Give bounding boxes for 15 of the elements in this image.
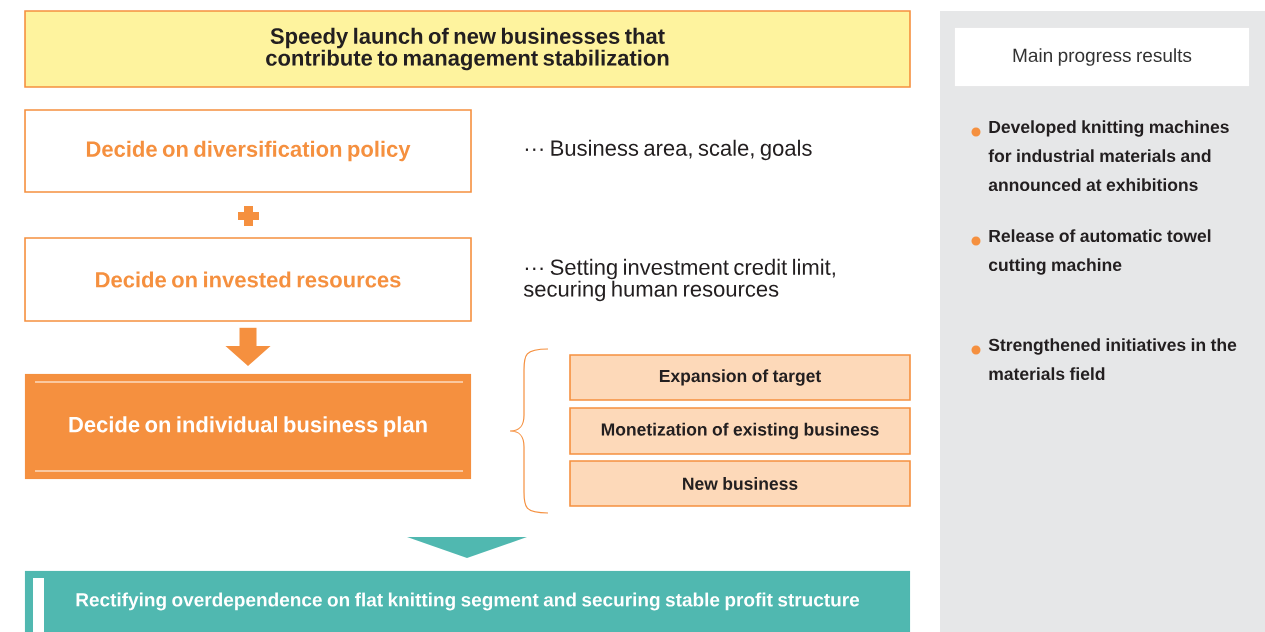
plan-option-box: New business xyxy=(569,460,911,507)
step-box: Decide on diversification policy xyxy=(24,109,472,193)
result-banner: Rectifying overdependence on flat knitting segment and securing stable profit structure xyxy=(24,570,911,632)
note-text: ··· Setting investment credit limit, securing human resources xyxy=(523,258,835,302)
note-text: ··· Business area, scale, goals xyxy=(525,139,812,161)
chevron xyxy=(407,537,527,558)
heading-box: Speedy launch of new businesses that contribute to management stabilization xyxy=(24,10,911,88)
step-box: Decide on invested resources xyxy=(24,237,472,322)
plan-option-box: Monetization of existing business xyxy=(569,407,911,455)
bullet-item: Developed knitting machines for industrial materials and announced at exhibitions xyxy=(971,120,1229,192)
plan-option-box: Expansion of target xyxy=(569,354,911,401)
bullet-item: Strengthened initiatives in the materials field xyxy=(971,338,1237,381)
panel-heading: Main progress results xyxy=(954,27,1250,87)
bullet-item: Release of automatic towel cutting machine xyxy=(971,229,1211,275)
plan-box: Decide on individual business plan xyxy=(24,373,472,480)
